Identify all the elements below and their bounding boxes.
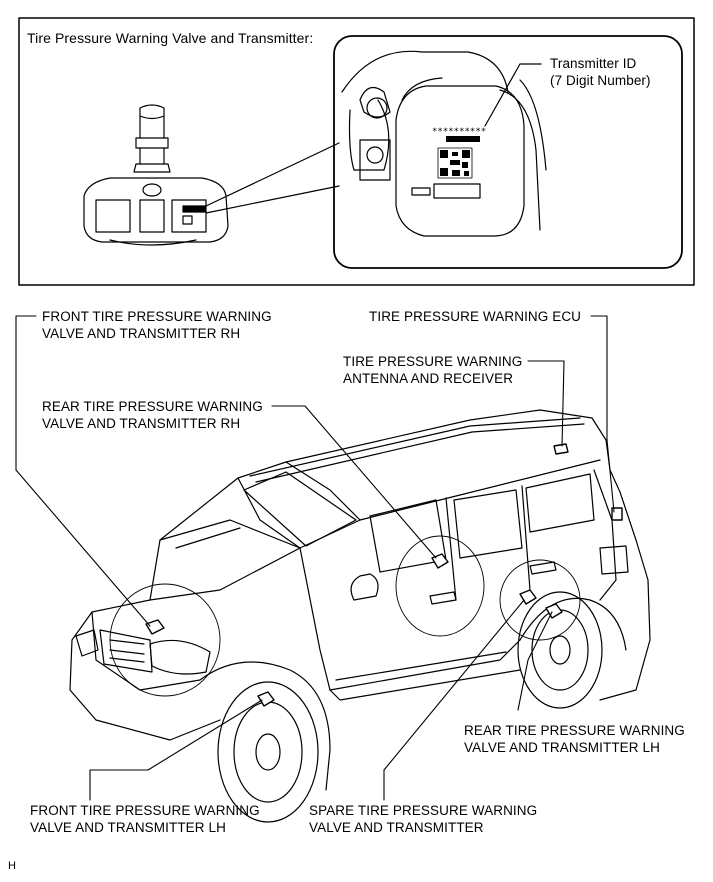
label-rear-lh-line1: REAR TIRE PRESSURE WARNING — [464, 723, 685, 738]
label-front-rh-line1: FRONT TIRE PRESSURE WARNING — [42, 309, 272, 324]
label-rear-rh: REAR TIRE PRESSURE WARNING VALVE AND TRA… — [42, 398, 263, 432]
magnifier-line-top — [205, 142, 340, 207]
leader-front-rh — [15, 315, 151, 627]
label-spare: SPARE TIRE PRESSURE WARNING VALVE AND TR… — [309, 802, 537, 836]
label-ecu-line1: TIRE PRESSURE WARNING ECU — [369, 309, 582, 324]
label-front-lh: FRONT TIRE PRESSURE WARNING VALVE AND TR… — [30, 802, 260, 836]
label-spare-line1: SPARE TIRE PRESSURE WARNING — [309, 803, 538, 818]
leader-rear-rh — [271, 405, 437, 559]
label-front-lh-line1: FRONT TIRE PRESSURE WARNING — [30, 803, 260, 818]
magnified-transmitter: ********** — [341, 50, 547, 237]
leader-spare — [383, 599, 525, 801]
label-front-rh: FRONT TIRE PRESSURE WARNING VALVE AND TR… — [42, 308, 272, 342]
leader-lines — [15, 315, 615, 801]
label-rear-rh-line1: REAR TIRE PRESSURE WARNING — [42, 399, 263, 414]
label-rear-lh: REAR TIRE PRESSURE WARNING VALVE AND TRA… — [464, 722, 685, 756]
label-rear-rh-line2: VALVE AND TRANSMITTER RH — [42, 416, 241, 431]
label-spare-line2: VALVE AND TRANSMITTER — [309, 820, 484, 835]
label-rear-lh-line2: VALVE AND TRANSMITTER LH — [464, 740, 660, 755]
svg-text:**********: ********** — [432, 127, 486, 137]
vehicle-illustration — [69, 409, 651, 823]
leader-antenna — [527, 360, 565, 447]
transmitter-id-label: Transmitter ID (7 Digit Number) — [550, 55, 651, 89]
leader-front-lh — [89, 699, 263, 801]
footer-code: H — [8, 860, 17, 872]
label-front-lh-line2: VALVE AND TRANSMITTER LH — [30, 820, 226, 835]
transmitter-id-line2: (7 Digit Number) — [550, 73, 651, 88]
label-antenna-line2: ANTENNA AND RECEIVER — [343, 371, 514, 386]
magnifier-line-bottom — [205, 185, 340, 214]
label-ecu: TIRE PRESSURE WARNING ECU — [369, 308, 581, 325]
inset-title: Tire Pressure Warning Valve and Transmit… — [27, 30, 314, 46]
label-front-rh-line2: VALVE AND TRANSMITTER RH — [42, 326, 241, 341]
label-antenna: TIRE PRESSURE WARNING ANTENNA AND RECEIV… — [343, 353, 522, 387]
leader-rear-lh — [517, 611, 553, 711]
transmitter-illustration — [83, 104, 229, 246]
magnified-view-frame — [333, 35, 683, 269]
label-antenna-line1: TIRE PRESSURE WARNING — [343, 354, 523, 369]
inset-frame — [18, 17, 695, 286]
transmitter-id-line1: Transmitter ID — [550, 56, 637, 71]
leader-ecu — [590, 315, 615, 513]
transmitter-id-leader — [484, 63, 542, 127]
